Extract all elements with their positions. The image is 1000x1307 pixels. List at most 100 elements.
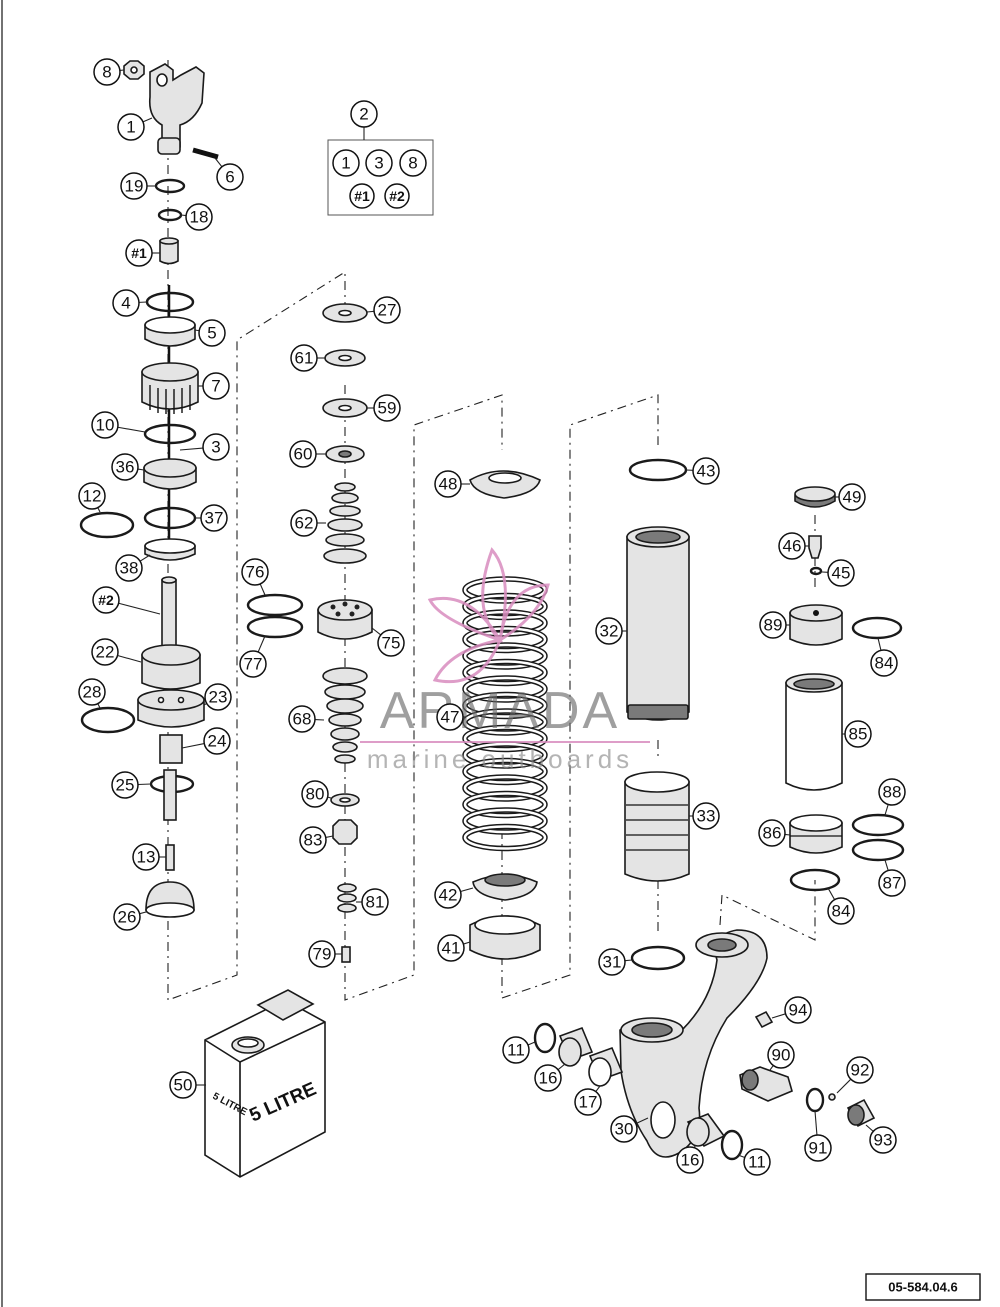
kit-item-label: #2 bbox=[389, 188, 405, 204]
callout-leader-line bbox=[884, 859, 889, 871]
watermark-tagline: marine outboards bbox=[367, 744, 633, 774]
callout-label: 68 bbox=[293, 710, 312, 729]
kit-item-callout: #1 bbox=[349, 183, 375, 209]
assembly-guide-lines bbox=[167, 60, 816, 1001]
callout-leader-line bbox=[784, 833, 791, 836]
callout-circle bbox=[299, 826, 327, 854]
callout-c4: 4 bbox=[112, 289, 148, 317]
callout-leader-line bbox=[527, 1041, 536, 1046]
callout-circle bbox=[434, 470, 462, 498]
callout-leader-line bbox=[137, 468, 145, 471]
callout-label: 48 bbox=[439, 475, 458, 494]
callout-label: 42 bbox=[439, 886, 458, 905]
callout-c90: 90 bbox=[767, 1041, 795, 1071]
callout-label: 6 bbox=[225, 168, 234, 187]
callout-label: 10 bbox=[96, 416, 115, 435]
callout-label: 47 bbox=[441, 708, 460, 727]
callout-leader-line bbox=[814, 1110, 818, 1136]
callout-circle bbox=[117, 113, 145, 141]
callout-label: 8 bbox=[102, 63, 111, 82]
callout-label: 41 bbox=[442, 939, 461, 958]
callout-c85: 85 bbox=[842, 720, 872, 748]
part-87-piston-band bbox=[851, 838, 905, 862]
kit-item-callout: 8 bbox=[399, 149, 427, 177]
callout-leader-line bbox=[181, 743, 205, 749]
callout-label: 89 bbox=[764, 616, 783, 635]
callout-circle bbox=[308, 940, 336, 968]
part-28-ring bbox=[80, 706, 136, 734]
callout-circle bbox=[878, 778, 906, 806]
callout-circle bbox=[758, 819, 786, 847]
callout-label: 17 bbox=[579, 1093, 598, 1112]
part-19-o-ring bbox=[154, 178, 186, 194]
callout-leader-line bbox=[97, 703, 101, 709]
callout-c80: 80 bbox=[301, 780, 332, 808]
callout-label: 84 bbox=[832, 902, 851, 921]
part-50-oil-can: 5 LITRE 5 LITRE bbox=[204, 989, 326, 1178]
callout-circle bbox=[784, 996, 812, 1024]
callout-label: 84 bbox=[875, 654, 894, 673]
callout-c32: 32 bbox=[595, 617, 627, 645]
callout-circle bbox=[200, 504, 228, 532]
callout-c27: 27 bbox=[366, 296, 401, 324]
callout-label: 27 bbox=[378, 301, 397, 320]
kit-item-label: 8 bbox=[408, 154, 417, 173]
callout-label: 75 bbox=[382, 634, 401, 653]
callout-label: 93 bbox=[874, 1131, 893, 1150]
watermark-logo-icon bbox=[427, 547, 550, 684]
callout-c41: 41 bbox=[437, 934, 471, 962]
callout-c84b: 84 bbox=[827, 887, 855, 925]
callout-circle bbox=[78, 482, 106, 510]
callout-leader-line bbox=[214, 157, 223, 168]
callout-circle bbox=[111, 453, 139, 481]
callout-label: 50 bbox=[174, 1076, 193, 1095]
part-92-ball bbox=[828, 1093, 836, 1101]
callout-leader-line bbox=[771, 1013, 786, 1019]
callout-c30: 30 bbox=[610, 1115, 649, 1143]
callout-circle bbox=[778, 532, 806, 560]
kit-box bbox=[327, 139, 434, 216]
callout-label: 60 bbox=[294, 445, 313, 464]
callout-label: 22 bbox=[96, 643, 115, 662]
compression-adjuster-parts bbox=[739, 1010, 876, 1128]
part-48-spring-retainer bbox=[469, 470, 541, 499]
callout-circle bbox=[692, 802, 720, 830]
callout-c12: 12 bbox=[78, 482, 106, 513]
callout-label: 37 bbox=[205, 509, 224, 528]
callout-label: 5 bbox=[207, 324, 216, 343]
reservoir-parts bbox=[785, 486, 905, 892]
callout-circle bbox=[692, 457, 720, 485]
callout-c36: 36 bbox=[111, 453, 145, 481]
callout-circle bbox=[437, 934, 465, 962]
callout-c83: 83 bbox=[299, 826, 334, 854]
callout-c48: 48 bbox=[434, 470, 470, 498]
damper-body-parts bbox=[619, 458, 768, 1158]
callout-c91: 91 bbox=[804, 1110, 832, 1162]
callout-c50: 50 bbox=[169, 1071, 206, 1099]
callout-circle bbox=[125, 239, 153, 267]
part-88-piston-ring bbox=[851, 813, 905, 837]
callout-leader-line bbox=[827, 887, 836, 900]
callout-label: 91 bbox=[809, 1139, 828, 1158]
callout-circle bbox=[113, 903, 141, 931]
callout-c26: 26 bbox=[113, 903, 147, 931]
callout-label: 11 bbox=[507, 1041, 525, 1060]
callout-label: 49 bbox=[843, 488, 862, 507]
callout-c25: 25 bbox=[111, 771, 152, 799]
callout-label: 76 bbox=[246, 563, 265, 582]
callout-circle bbox=[169, 1071, 197, 1099]
callout-circle bbox=[844, 720, 872, 748]
callout-label: 30 bbox=[615, 1120, 634, 1139]
part-94-screw bbox=[754, 1010, 774, 1029]
callout-c7: 7 bbox=[198, 372, 230, 400]
callout-circle bbox=[574, 1088, 602, 1116]
callout-leader-line bbox=[180, 214, 187, 217]
callout-leader-line bbox=[259, 583, 266, 596]
callout-c24: 24 bbox=[181, 727, 231, 755]
callout-leader-line bbox=[595, 1085, 601, 1092]
callout-c49: 49 bbox=[835, 483, 866, 511]
callout-label: 92 bbox=[851, 1061, 870, 1080]
callout-label: 12 bbox=[83, 487, 102, 506]
callout-label: 45 bbox=[832, 564, 851, 583]
